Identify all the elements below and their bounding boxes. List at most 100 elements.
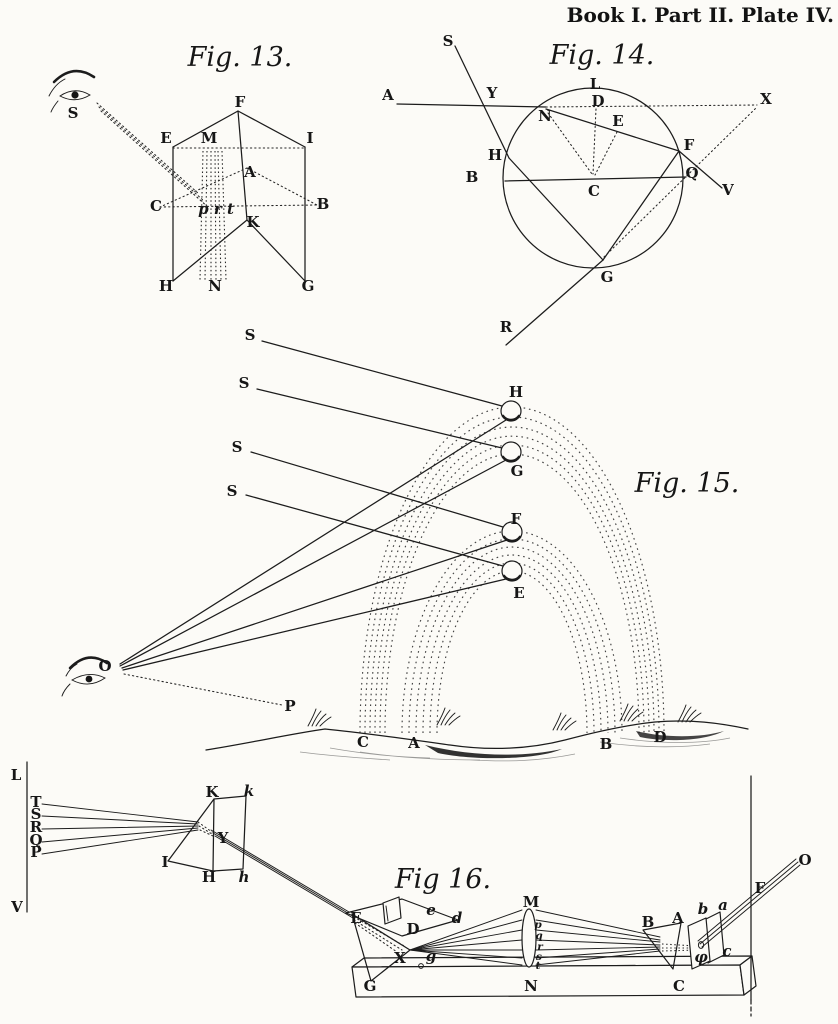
point-label-e: e — [426, 901, 436, 919]
point-label-c: c — [722, 942, 731, 960]
point-label-A: A — [671, 909, 684, 927]
fig15-sun-rays — [245, 340, 504, 567]
fig15-diagram: Fig. 15. — [61, 326, 749, 762]
fig15-horizon-dotted-line — [123, 673, 283, 706]
fig16-second-prism — [345, 896, 459, 982]
eye-icon — [48, 69, 96, 113]
point-label-s: s — [536, 951, 542, 963]
point-label-r: r — [537, 941, 544, 953]
point-label-O: O — [798, 851, 811, 869]
point-label-D: D — [591, 92, 604, 110]
raindrops — [500, 400, 523, 582]
point-label-S: S — [68, 104, 79, 122]
point-label-A: A — [243, 163, 256, 181]
point-label-B: B — [600, 735, 613, 753]
point-label-E: E — [160, 129, 171, 147]
fig14-rays — [396, 45, 723, 346]
fig16-converging-rays — [535, 909, 698, 966]
point-label-N: N — [524, 977, 538, 995]
point-label-prt: p r t — [198, 200, 234, 218]
point-label-H: H — [509, 383, 523, 401]
point-label-S: S — [239, 374, 250, 392]
point-label-B: B — [642, 913, 655, 931]
point-label-q: q — [535, 930, 542, 942]
point-label-L: L — [590, 75, 601, 93]
fig13-spectrum-band — [199, 150, 227, 281]
plate-caption: Book I. Part II. Plate IV. — [567, 3, 834, 27]
point-label-F: F — [511, 510, 522, 528]
point-label-Q: Q — [685, 164, 698, 182]
point-label-F: F — [235, 93, 246, 111]
point-label-P: P — [30, 843, 41, 861]
fig15-labels: S S S S H G F E O P C A B D — [98, 326, 666, 753]
fig13-title: Fig. 13. — [187, 42, 293, 73]
point-label-F: F — [755, 879, 766, 897]
point-label-S: S — [232, 438, 243, 456]
point-label-K: K — [246, 213, 260, 231]
point-label-I: I — [306, 129, 313, 147]
point-label-A: A — [407, 734, 420, 752]
point-label-Y: Y — [486, 84, 498, 102]
fig14-title: Fig. 14. — [549, 40, 655, 71]
fig15-observer-rays — [119, 419, 508, 671]
point-label-g: g — [426, 947, 437, 965]
point-label-G: G — [302, 277, 315, 295]
point-label-R: R — [500, 318, 513, 336]
point-label-h: h — [239, 868, 250, 886]
point-label-X: X — [760, 90, 772, 108]
fig13-diagram: Fig. 13. — [48, 42, 330, 295]
point-label-t: t — [536, 960, 541, 972]
point-label-P: P — [284, 697, 295, 715]
fig16-beam — [210, 829, 354, 919]
point-label-I: I — [161, 853, 168, 871]
point-label-D: D — [653, 728, 666, 746]
point-label-O: O — [98, 657, 111, 675]
point-label-G: G — [364, 977, 377, 995]
point-label-R: R — [30, 818, 43, 836]
fig14-construction-lines — [545, 104, 758, 258]
point-label-V: V — [721, 181, 734, 199]
point-label-E: E — [612, 112, 623, 130]
point-label-S: S — [245, 326, 256, 344]
lens — [521, 908, 537, 968]
point-label-H: H — [202, 868, 216, 886]
point-label-V: V — [10, 898, 23, 916]
point-label-C: C — [357, 733, 369, 751]
point-label-p: p — [534, 919, 542, 931]
point-label-d: d — [452, 909, 463, 927]
grass-tufts — [307, 703, 702, 731]
fig16-base-plank — [351, 955, 757, 998]
point-label-B: B — [317, 195, 330, 213]
observer-eye-icon — [61, 656, 109, 697]
point-label-G: G — [601, 268, 614, 286]
point-label-φ: φ — [694, 948, 708, 966]
point-label-b: b — [698, 900, 709, 918]
point-label-N: N — [208, 277, 222, 295]
point-label-G: G — [511, 462, 524, 480]
point-label-S: S — [31, 805, 42, 823]
fig15-title: Fig. 15. — [634, 468, 740, 499]
point-label-A: A — [381, 86, 394, 104]
fig16-diverging-rays — [409, 909, 523, 966]
fig13-sight-rays — [96, 102, 210, 209]
fig16-diagram: Fig 16. — [10, 761, 812, 1017]
point-label-S: S — [227, 482, 238, 500]
point-label-X: X — [394, 949, 406, 967]
fig16-first-prism — [167, 795, 247, 872]
point-label-Q: Q — [29, 831, 42, 849]
point-label-k: k — [244, 782, 254, 800]
fig16-spectrum-rays — [41, 803, 199, 855]
point-label-D: D — [406, 920, 419, 938]
point-label-a: a — [718, 896, 728, 914]
point-label-L: L — [11, 766, 22, 784]
point-label-E: E — [513, 584, 524, 602]
point-label-H: H — [488, 146, 502, 164]
point-label-T: T — [30, 793, 42, 811]
point-label-B: B — [466, 168, 479, 186]
point-label-N: N — [538, 107, 552, 125]
